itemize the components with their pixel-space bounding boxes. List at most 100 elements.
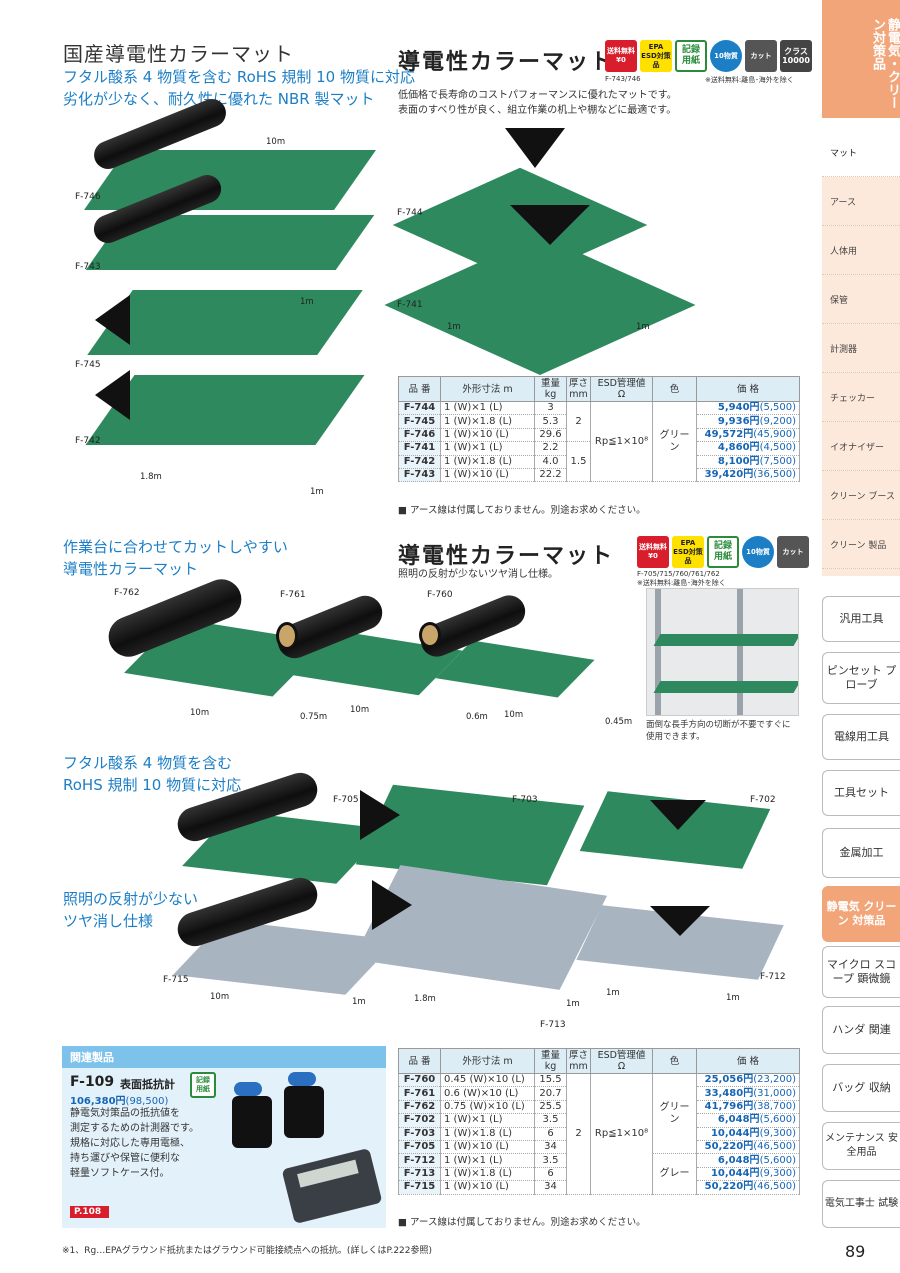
th-size: 外形寸法 m [440,376,535,402]
dim-1m-b: 1m [310,487,324,497]
product1-title: 導電性カラーマット [398,50,615,75]
shelf-photo [646,588,799,716]
product2-note: ■ アース線は付属しておりません。別途お求めください。 [398,1217,646,1228]
page-number: 89 [845,1242,866,1261]
section3-title-3: 照明の反射が少ない [63,890,199,908]
page-ref-link[interactable]: P.108 [70,1206,110,1218]
sidebar-item-ionizer[interactable]: イオナイザー [822,422,900,471]
label-f762: F-762 [114,588,140,598]
sidebar-item-meter[interactable]: 計測器 [822,324,900,373]
dim-1m-c: 1m [447,322,461,332]
section3-title-1: フタル酸系 4 物質を含む [63,754,233,772]
dim-1-8m-b: 1.8m [414,994,436,1004]
product1-badge-note: ※送料無料:離島･海外を除く [705,76,794,84]
tab-bags[interactable]: バッグ 収納 [822,1064,900,1112]
tab-general-tools[interactable]: 汎用工具 [822,596,900,642]
product2-badge-caption: F-705/715/760/761/762 [637,570,720,578]
product2-badges: 送料無料 ¥0 EPA ESD対策品 記録 用紙 10物質 カット [637,536,809,568]
electrode-handle-icon [234,1082,262,1096]
electrode-icon-2 [284,1086,324,1138]
sidebar-item-human[interactable]: 人体用 [822,226,900,275]
product2-table: 品 番 外形寸法 m 重量 kg 厚さ mm ESD管理値 Ω 色 価 格 F-… [398,1048,800,1195]
rohs10-icon: 10物質 [742,536,774,568]
tab-tweezers[interactable]: ピンセット プローブ [822,652,900,704]
sidebar-list: マット アース 人体用 保管 計測器 チェッカー イオナイザー クリーン ブース… [822,128,900,576]
tab-solder[interactable]: ハンダ 関連 [822,1006,900,1054]
label-f702: F-702 [750,795,776,805]
related-header: 関連製品 [62,1046,386,1068]
dim-10m-b: 10m [350,705,370,715]
tab-electrician-exam[interactable]: 電気工事士 試験 [822,1180,900,1228]
th-thick: 厚さ mm [566,376,591,402]
cut-icon: カット [777,536,809,568]
table-row: F-746 1 (W)×10 (L) 29.6 49,572円(45,900) [398,427,800,443]
sidebar-item-mat[interactable]: マット [822,128,900,177]
dim-1-8m: 1.8m [140,472,162,482]
tab-maintenance[interactable]: メンテナンス 安全用品 [822,1122,900,1170]
table-row: F-742 1 (W)×1.8 (L) 4.0 8,100円(7,500) [398,454,800,469]
electrode-icon [232,1096,272,1148]
record-paper-icon: 記録 用紙 [675,40,707,72]
class10000-icon: クラス 10000 [780,40,812,72]
product1-badge-caption: F-743/746 [605,75,641,83]
section3-title-4: ツヤ消し仕様 [63,912,154,930]
sidebar-item-clean-booth[interactable]: クリーン ブース [822,471,900,520]
th-code: 品 番 [398,376,441,402]
related-code: F-109 [70,1074,115,1090]
label-f743: F-743 [75,262,101,272]
related-name: 表面抵抗計 [120,1078,175,1091]
product1-note: ■ アース線は付属しておりません。別途お求めください。 [398,505,646,516]
label-f712: F-712 [760,972,786,982]
product1-badges: 送料無料 ¥0 EPA ESD対策品 記録 用紙 10物質 カット クラス 10… [605,40,812,72]
dim-1m-e: 1m [352,997,366,1007]
dim-1m-g: 1m [606,988,620,998]
related-price: 106,380円(98,500) [70,1096,169,1107]
product1-desc-1: 低価格で長寿命のコストパフォーマンスに優れたマットです。 [398,90,677,101]
product1-table: 品 番 外形寸法 m 重量 kg 厚さ mm ESD管理値 Ω 色 価 格 F-… [398,376,800,483]
sidebar-item-earth[interactable]: アース [822,177,900,226]
free-shipping-icon: 送料無料 ¥0 [637,536,669,568]
product2-desc: 照明の反射が少ないツヤ消し仕様。 [398,569,558,580]
resistance-meter-icon [281,1147,383,1225]
table-row: F-702 1 (W)×1 (L) 3.5 6,048円(5,600) [398,1113,800,1128]
table-row: F-703 1 (W)×1.8 (L) 6 10,044円(9,300) [398,1126,800,1141]
sidebar-item-clean-products[interactable]: クリーン 製品 [822,520,900,569]
footnote: ※1、Rg…EPAグラウンド抵抗またはグラウンド可能接続点への抵抗。(詳しくはP… [62,1246,433,1256]
dim-045m: 0.45m [605,717,633,727]
tab-tool-sets[interactable]: 工具セット [822,770,900,816]
related-desc-3: 規格に対応した専用電極、 [70,1138,190,1149]
related-desc-2: 測定するための計測器です。 [70,1123,199,1134]
tab-static-clean[interactable]: 静電気 クリーン 対策品 [822,886,900,942]
table-row: F-715 1 (W)×10 (L) 34 50,220円(46,500) [398,1180,800,1195]
record-paper-icon: 記録 用紙 [190,1072,216,1098]
table-row: F-760 0.45 (W)×10 (L) 15.5 2 Rp≦1×10⁸ グリ… [398,1072,800,1195]
table-row: F-705 1 (W)×10 (L) 34 50,220円(46,500) [398,1139,800,1155]
sidebar-item-checker[interactable]: チェッカー [822,373,900,422]
product2-title: 導電性カラーマット [398,544,615,569]
label-f713: F-713 [540,1020,566,1030]
record-paper-icon: 記録 用紙 [707,536,739,568]
free-shipping-icon: 送料無料 ¥0 [605,40,637,72]
esd-icon: EPA ESD対策品 [640,40,672,72]
label-f761: F-761 [280,590,306,600]
related-desc-4: 持ち運びや保管に便利な [70,1153,180,1164]
dim-10m-a: 10m [190,708,210,718]
sidebar-item-storage[interactable]: 保管 [822,275,900,324]
dim-1m-f: 1m [566,999,580,1009]
dim-1m-h: 1m [726,993,740,1003]
label-f715: F-715 [163,975,189,985]
label-f745: F-745 [75,360,101,370]
section2-title-1: 作業台に合わせてカットしやすい [63,538,288,556]
tab-microscope[interactable]: マイクロ スコープ 顕微鏡 [822,946,900,998]
tab-metalwork[interactable]: 金属加工 [822,828,900,878]
dim-10m: 10m [266,137,286,147]
section1-subtitle-2: 劣化が少なく、耐久性に優れた NBR 製マット [63,90,375,108]
label-f742: F-742 [75,436,101,446]
th-color: 色 [652,376,697,402]
related-products: 関連製品 F-109 表面抵抗計 106,380円(98,500) 記録 用紙 … [62,1046,386,1228]
table-row: F-761 0.6 (W)×10 (L) 20.7 33,480円(31,000… [398,1086,800,1101]
section1-subtitle-1: フタル酸系 4 物質を含む RoHS 規制 10 物質に対応 [63,68,415,86]
dim-10m-d: 10m [210,992,230,1002]
th-esd: ESD管理値 Ω [590,376,653,402]
tab-wire-tools[interactable]: 電線用工具 [822,714,900,760]
